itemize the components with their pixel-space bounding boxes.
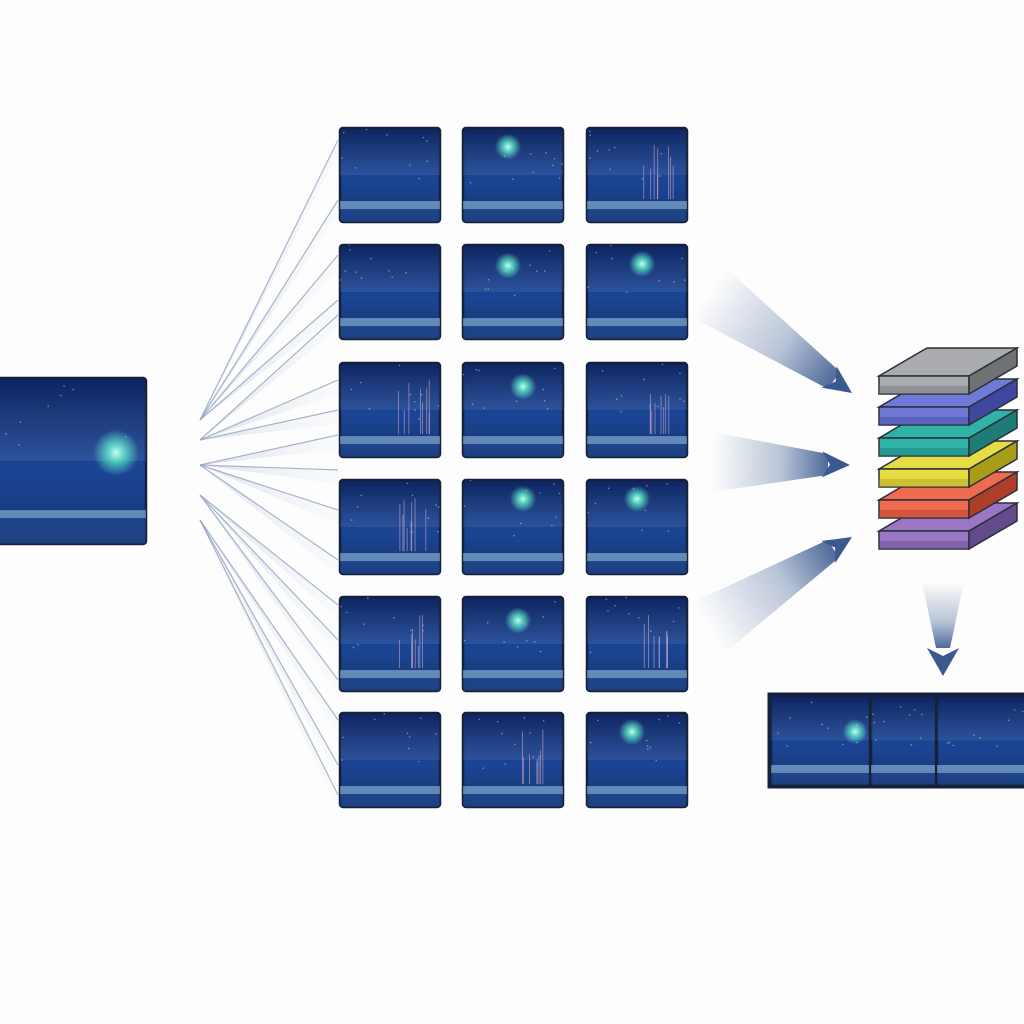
output-spectrogram-strip (767, 692, 1024, 789)
arrow-lower (691, 536, 853, 654)
fan-ray (200, 495, 338, 619)
fan-out-connectors (199, 139, 339, 809)
grid-thumbnail-r2-c3 (585, 243, 689, 341)
fan-ray (200, 520, 338, 779)
fan-line (199, 379, 339, 441)
output-segment-1 (769, 694, 872, 787)
aggregation-arrows (690, 267, 964, 676)
slab-side (968, 501, 1018, 551)
fan-line (199, 254, 339, 421)
grid-thumbnail-r2-c2 (461, 243, 565, 341)
arrow-upper (690, 267, 852, 393)
arrow-middle (711, 432, 851, 492)
arrow-body (691, 539, 840, 654)
fan-ray (200, 520, 338, 809)
fan-line (199, 139, 339, 421)
layer-gray (876, 346, 1020, 396)
layer-stack (876, 346, 1020, 551)
fan-line (199, 494, 339, 641)
fan-line (199, 314, 339, 441)
fan-line (199, 409, 339, 441)
fan-line (199, 519, 339, 721)
slab-side (968, 408, 1018, 458)
arrow-down (922, 582, 964, 676)
arrow-body (690, 267, 841, 389)
grid-thumbnail-r6-c2 (461, 711, 565, 809)
fan-ray (200, 520, 338, 734)
grid-thumbnail-r1-c2 (461, 126, 565, 224)
slab-side (968, 439, 1018, 489)
grid-thumbnail-r3-c3 (585, 361, 689, 459)
grid-thumbnail-r1-c1 (338, 126, 442, 224)
arrow-head (821, 451, 851, 478)
grid-thumbnail-r3-c2 (461, 361, 565, 459)
fan-line (199, 519, 339, 796)
fan-line (199, 494, 339, 606)
grid-thumbnail-r5-c2 (461, 595, 565, 693)
slab-side (968, 346, 1018, 396)
fan-ray (200, 495, 338, 654)
fan-ray (200, 465, 338, 524)
grid-thumbnail-r6-c3 (585, 711, 689, 809)
grid-thumbnail-r3-c1 (338, 361, 442, 459)
fan-ray (200, 495, 338, 694)
fan-line (199, 199, 339, 421)
grid-thumbnail-r4-c2 (461, 478, 565, 576)
arrow-head (821, 366, 852, 393)
arrow-body (711, 432, 829, 492)
slab-side (968, 377, 1018, 427)
grid-thumbnail-r4-c3 (585, 478, 689, 576)
fan-ray (200, 465, 338, 484)
output-segment-3 (935, 694, 1024, 787)
fan-line (199, 464, 339, 511)
slab-side (968, 470, 1018, 520)
fan-line (199, 299, 339, 421)
grid-thumbnail-r5-c1 (338, 595, 442, 693)
output-segment-2 (869, 694, 938, 787)
grid-thumbnail-r6-c1 (338, 711, 442, 809)
source-spectrogram-panel (0, 376, 148, 546)
grid-thumbnail-r2-c1 (338, 243, 442, 341)
fan-line (199, 494, 339, 681)
arrow-head (927, 648, 959, 676)
source-spectrogram (0, 376, 148, 546)
fan-ray (200, 465, 338, 574)
grid-thumbnail-r4-c1 (338, 478, 442, 576)
fan-line (199, 519, 339, 766)
fan-line (199, 464, 339, 561)
fan-line (199, 464, 339, 471)
grid-thumbnail-r5-c3 (585, 595, 689, 693)
augmented-spectrogram-grid (338, 126, 689, 809)
grid-thumbnail-r1-c3 (585, 126, 689, 224)
fan-line (199, 434, 339, 466)
arrow-head (821, 536, 853, 563)
arrow-body (922, 582, 964, 648)
